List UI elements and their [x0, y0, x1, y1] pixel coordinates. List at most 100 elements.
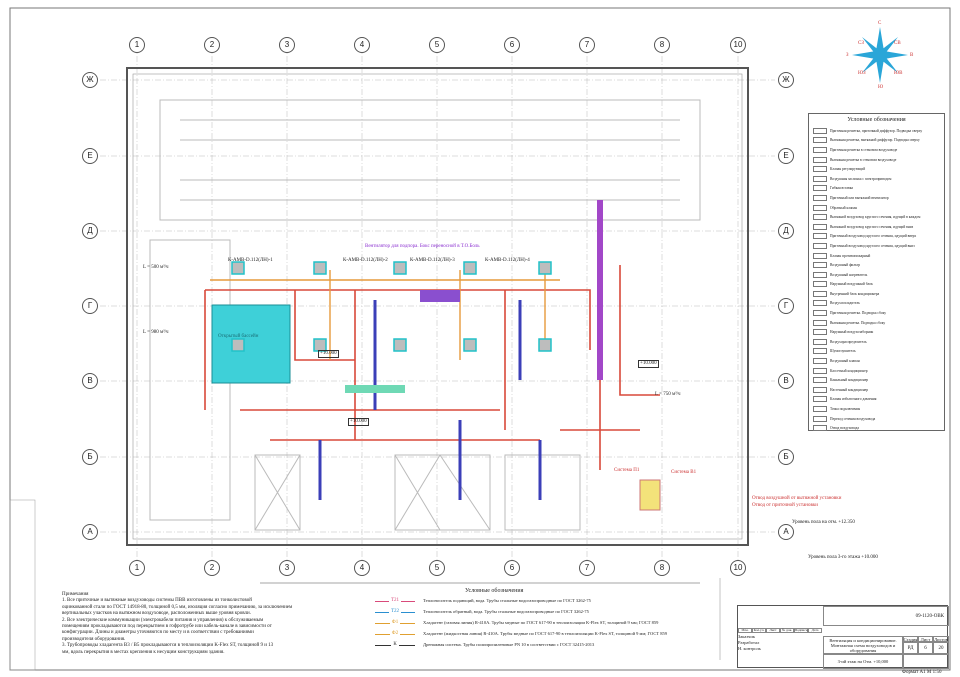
legend-item-label: Настенный кондиционер — [830, 387, 869, 392]
axis-marker: Г — [82, 298, 98, 314]
legend-symbol-icon — [813, 367, 827, 374]
axis-marker: В — [778, 373, 794, 389]
legend-symbol-icon — [813, 175, 827, 182]
note-line: мм, вдоль перекрытия в местах крепления … — [62, 649, 225, 655]
legend-item: Вытяжная решетка в стеновом воздуховоде — [813, 155, 940, 165]
legend-item-label: Вытяжной воздуховод круглого сечения, ид… — [830, 215, 921, 220]
legend-panel: Условные обозначения Приточная решетка, … — [808, 113, 945, 432]
legend-item-label: Вытяжная решетка. Подводка сбоку — [830, 320, 886, 325]
stage-header: Стадия — [903, 636, 918, 642]
legend-item: Наружный воздухозаборник — [813, 327, 940, 337]
legend-item-label: Переход сечения воздуховода — [830, 416, 876, 421]
pipe-description: Хладагент (газовая линия) R-410A. Трубы … — [423, 620, 659, 625]
compass-s: Ю — [878, 85, 884, 90]
unit-label: К-АМВ-D.112(ЛН)-1 — [228, 258, 273, 263]
building-outline — [126, 67, 749, 546]
legend-item: Клапан избыточного давления — [813, 395, 940, 405]
legend-symbol-icon — [813, 252, 827, 259]
elevation-mark: +10.000 — [348, 418, 369, 426]
axis-marker: 10 — [730, 37, 746, 53]
legend-symbol-icon — [813, 406, 827, 413]
unit-label: К-АМВ-D.112(ЛН)-3 — [410, 258, 455, 263]
axis-marker: Е — [82, 148, 98, 164]
axis-marker: 2 — [204, 37, 220, 53]
legend-symbol-icon — [813, 185, 827, 192]
legend-symbol-icon — [813, 300, 827, 307]
legend-item-label: Внутренний блок кондиционера — [830, 291, 880, 296]
indoor-unit-icon — [231, 261, 245, 275]
legend-item-label: Приточная решетка. Подводка сбоку — [830, 311, 887, 316]
legend-symbol-icon — [813, 242, 827, 249]
legend-item: Наружный воздушный блок — [813, 280, 940, 290]
pipe-code: К — [391, 642, 399, 647]
legend-symbol-icon — [813, 338, 827, 345]
legend-item: Приточный воздуховод круглого сечения, и… — [813, 241, 940, 251]
indoor-unit-icon — [538, 338, 552, 352]
legend-item-label: Кассетный кондиционер — [830, 368, 868, 373]
legend-item: Точка подключения — [813, 404, 940, 414]
doc-title: Вентиляция и кондиционирование. Монтажна… — [823, 636, 903, 654]
pool-label: Открытый бассейн — [218, 334, 259, 339]
axis-marker: Е — [778, 148, 794, 164]
legend-item-label: Гибкая вставка — [830, 186, 853, 191]
system-label: Система В1 — [671, 470, 697, 475]
legend-symbol-icon — [813, 262, 827, 269]
pipe-code: Ф2 — [389, 631, 401, 636]
title-block-col-header: Изм. — [738, 628, 752, 633]
legend-symbol-icon — [813, 377, 827, 384]
legend-symbol-icon — [813, 425, 827, 432]
axis-marker: 7 — [579, 560, 595, 576]
compass-icon — [852, 27, 908, 83]
legend-symbol-icon — [813, 290, 827, 297]
flow-label: L = 750 м³/ч — [655, 392, 681, 397]
legend-item-label: Воздушный фильтр — [830, 263, 861, 268]
flow-label: L = 980 м³/ч — [143, 330, 169, 335]
legend-symbol-icon — [813, 271, 827, 278]
unit-label: К-АМВ-D.112(ЛН)-4 — [485, 258, 530, 263]
legend-item-label: Вытяжная решетка, вытяжной диффузор. Под… — [830, 138, 920, 143]
indoor-unit-icon — [463, 261, 477, 275]
sheet-header: Лист — [918, 636, 933, 642]
indoor-unit-icon — [393, 338, 407, 352]
legend-item: Воздухораспределитель — [813, 337, 940, 347]
elevation-mark: +10.000 — [318, 350, 339, 358]
legend-item: Переход сечения воздуховода — [813, 414, 940, 424]
legend-item-label: Вытяжная решетка в стеновом воздуховоде — [830, 157, 897, 162]
legend-item: Воздухоохладитель — [813, 299, 940, 309]
pipe-line-symbol: Т21 — [375, 598, 415, 603]
legend-symbol-icon — [813, 127, 827, 134]
legend-item-label: Клапан избыточного давления — [830, 397, 877, 402]
doc-subtitle: 3-ий этаж на Отм. +10,000 — [823, 654, 903, 669]
flow-label: L = 500 м³/ч — [143, 265, 169, 270]
legend-item: Обратный клапан — [813, 203, 940, 213]
note-line: конфигурации. Длины и диаметры уточняютс… — [62, 630, 254, 636]
compass-n: С — [878, 21, 882, 26]
legend-symbol-icon — [813, 146, 827, 153]
legend-symbol-icon — [813, 329, 827, 336]
legend-item: Настенный кондиционер — [813, 385, 940, 395]
pipe-code: Т21 — [388, 598, 402, 603]
compass-e: В — [910, 53, 914, 58]
title-block-col-header: Дата — [808, 628, 822, 633]
pipe-code: Т22 — [388, 609, 402, 614]
legend-title: Условные обозначения — [847, 117, 906, 123]
legend-symbol-icon — [813, 194, 827, 201]
legend-item-label: Вытяжной воздуховод круглого сечения, ид… — [830, 224, 914, 229]
legend-symbol-icon — [813, 358, 827, 365]
vent-note: Вентилятор для подпора. Бокс переносной … — [365, 244, 480, 249]
compass-sw: ЮЗ — [858, 71, 866, 76]
legend-item: Внутренний блок кондиционера — [813, 289, 940, 299]
legend-item-label: Клапан противопожарный — [830, 253, 871, 258]
title-block-col-header: № док. — [780, 628, 794, 633]
pool — [211, 304, 291, 384]
axis-marker: 6 — [504, 37, 520, 53]
legend-symbol-icon — [813, 156, 827, 163]
pipe-line-symbol: К — [375, 642, 415, 647]
axis-marker: 1 — [129, 37, 145, 53]
note-red: Отвод от приточной установки — [752, 503, 818, 508]
legend-item-label: Воздушный клапан — [830, 359, 860, 364]
pipe-legend-title: Условные обозначения — [465, 588, 524, 594]
